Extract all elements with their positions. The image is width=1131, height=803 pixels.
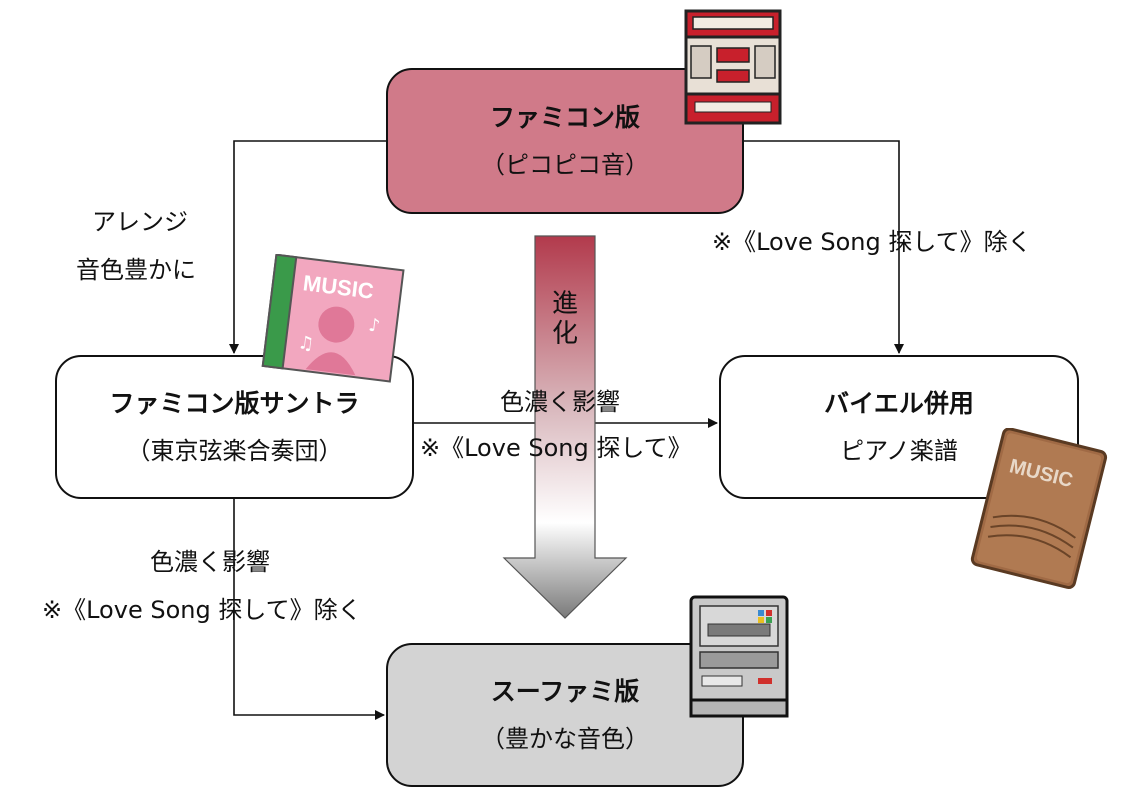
edge-famicom-to-soundtrack <box>229 140 386 354</box>
node-soundtrack-title: ファミコン版サントラ <box>109 388 360 418</box>
edge-famicom-to-bayer <box>744 140 904 354</box>
label-sound-bayer-note: ※《Love Song 探して》 <box>420 434 692 462</box>
node-sfc-title: スーファミ版 <box>490 676 640 706</box>
node-famicom-title: ファミコン版 <box>489 102 640 132</box>
node-bayer-subtitle: ピアノ楽譜 <box>840 436 958 465</box>
evolution-arrow <box>502 235 628 619</box>
edge-soundtrack-to-sfc <box>233 499 385 720</box>
famicom-console-icon <box>684 9 782 125</box>
music-note-icon: ♪ <box>367 315 381 337</box>
node-bayer-title: バイエル併用 <box>824 388 974 418</box>
label-famicom-bayer-note: ※《Love Song 探して》除く <box>712 228 1032 256</box>
label-strong-influence-bayer: 色濃く影響 <box>500 388 620 416</box>
evolution-label: 進 化 <box>545 289 585 350</box>
node-sfc-subtitle: （豊かな音色） <box>481 724 649 753</box>
label-strong-influence-sfc: 色濃く影響 <box>150 548 270 576</box>
super-famicom-console-icon <box>689 595 789 718</box>
node-soundtrack: ファミコン版サントラ （東京弦楽合奏団） <box>55 355 414 499</box>
node-soundtrack-subtitle: （東京弦楽合奏団） <box>126 436 343 465</box>
node-famicom: ファミコン版 （ピコピコ音） <box>386 68 744 214</box>
node-sfc: スーファミ版 （豊かな音色） <box>386 643 744 787</box>
node-famicom-subtitle: （ピコピコ音） <box>481 150 649 179</box>
label-sound-sfc-note: ※《Love Song 探して》除く <box>42 596 362 624</box>
label-richer-tone: 音色豊かに <box>76 256 196 284</box>
evolution-char-2: 化 <box>551 318 578 349</box>
music-cd-icon: MUSIC ♪ ♫ <box>261 254 405 383</box>
evolution-char-1: 進 <box>551 289 578 319</box>
music-book-icon: MUSIC <box>970 428 1108 590</box>
label-arrange: アレンジ <box>92 208 188 236</box>
music-note-icon: ♫ <box>297 332 316 355</box>
